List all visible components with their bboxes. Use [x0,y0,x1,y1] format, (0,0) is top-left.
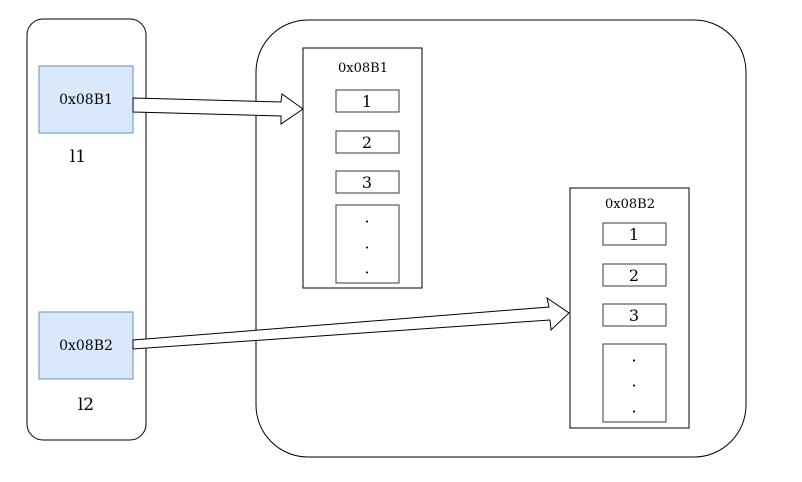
heap-object-2-ellipsis-box [602,343,667,423]
heap-object-2-cell-1 [602,222,667,246]
heap-object-1-cell-2-value: 2 [362,133,372,152]
stack-var-address-l1: 0x08B1 [59,92,113,108]
heap-object-2-cell-2-value: 2 [629,266,639,285]
heap-object-1-ellipsis-dot-2: · [364,238,369,257]
heap-object-1-cell-2 [335,130,400,154]
heap-object-1-cell-1-value: 1 [362,92,372,111]
reference-arrow-l1 [132,93,304,125]
stack-var-box-l2 [38,311,134,380]
heap-object-2-cell-2 [602,263,667,287]
heap-object-1-cell-3-value: 3 [362,173,372,192]
stack-var-box-l1 [38,65,134,134]
heap-object-1-ellipsis-box [335,204,400,284]
heap-object-1-cell-1 [335,89,400,113]
stack-var-label-l1: l1 [70,147,86,167]
stack-var-address-l2: 0x08B2 [59,338,113,354]
heap-object-1-cell-3 [335,170,400,194]
heap-object-2-cell-1-value: 1 [629,225,639,244]
heap-object-1-ellipsis-dot-1: · [364,212,369,231]
heap-object-1-address: 0x08B1 [338,61,388,76]
stack-var-label-l2: l2 [78,395,94,415]
reference-arrow-l2 [132,296,570,350]
heap-object-2-address: 0x08B2 [605,197,655,212]
heap-object-2-ellipsis-dot-1: · [631,351,636,370]
heap-object-1-ellipsis-dot-3: · [364,263,369,282]
heap-object-2-cell-3-value: 3 [629,306,639,325]
heap-object-2-ellipsis-dot-2: · [631,376,636,395]
heap-object-2-cell-3 [602,303,667,327]
heap-object-2-ellipsis-dot-3: · [631,402,636,421]
